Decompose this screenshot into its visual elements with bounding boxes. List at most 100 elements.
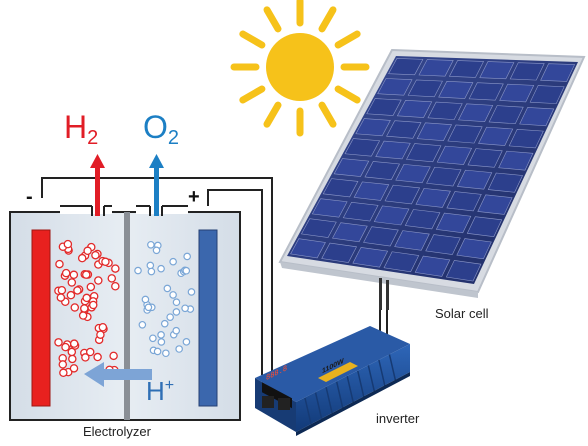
inverter-fin (346, 376, 354, 403)
solar-cell-label: Solar cell (435, 306, 489, 321)
inverter-fin (335, 381, 344, 408)
solar-cell (395, 164, 431, 184)
bubble-icon (144, 303, 153, 312)
bubble-icon (57, 285, 67, 295)
bubble-icon (134, 266, 142, 275)
solar-cell (487, 172, 523, 193)
plus-terminal-label: + (188, 186, 200, 208)
bubble-icon (77, 253, 87, 263)
solar-cell (479, 61, 515, 80)
sun-ray (239, 85, 266, 104)
solar-cell (375, 140, 411, 160)
bubble-icon (88, 300, 98, 310)
solar-cell (383, 251, 420, 273)
bubble-icon (141, 295, 150, 304)
bubble-icon (146, 261, 155, 270)
lid-gap (60, 208, 112, 214)
solar-panel-icon (278, 48, 586, 310)
bubble-icon (96, 330, 105, 339)
bubble-icon (91, 250, 100, 260)
bubble-icon (111, 281, 120, 291)
solar-cell (406, 143, 442, 163)
o2-label: O2 (143, 109, 180, 149)
solar-cell (311, 198, 348, 218)
solar-cell (377, 78, 413, 96)
solar-cell (499, 83, 535, 103)
bubble-icon (81, 353, 90, 362)
bubble-icon (183, 252, 191, 261)
solar-cell (456, 169, 493, 190)
solar-cell (394, 230, 430, 251)
bubble-icon (67, 278, 77, 287)
solar-cell (435, 212, 472, 234)
bubble-icon (82, 293, 91, 303)
bubble-icon (169, 291, 177, 299)
solar-cell (427, 101, 463, 120)
solar-cell (508, 128, 544, 149)
sun-ray (263, 101, 282, 128)
solar-cell (445, 260, 482, 282)
inverter-outlet (262, 396, 274, 408)
sun-ray (263, 6, 282, 33)
bubble-icon (147, 267, 156, 276)
bubble-icon (69, 364, 79, 373)
solar-cell (404, 209, 441, 230)
bubble-icon (63, 239, 73, 249)
bubble-icon (54, 338, 63, 347)
bubble-icon (107, 274, 117, 283)
o2-outlet-arrow (149, 154, 164, 216)
oxygen-bubbles (134, 240, 196, 358)
solar-cell (448, 60, 485, 78)
bubble-icon (73, 286, 82, 295)
solar-cell (388, 58, 424, 76)
solar-cell (363, 226, 399, 247)
solar-cell (438, 81, 474, 99)
electrolyzer-tank (9, 205, 241, 421)
bubble-icon (187, 288, 196, 296)
bubble-icon (162, 349, 170, 358)
solar-cell (436, 145, 473, 165)
inverter-fin (357, 370, 365, 397)
bubble-icon (55, 259, 64, 269)
solar-cell (529, 85, 565, 104)
bubble-icon (69, 270, 79, 280)
bubble-icon (58, 360, 68, 369)
bubble-icon (101, 257, 110, 267)
electrolyzer-label: Electrolyzer (83, 424, 151, 439)
sun-ray (318, 6, 337, 33)
inverter-fin (378, 359, 386, 387)
solar-cell (384, 184, 421, 205)
inverter-fin (367, 365, 376, 392)
solar-cell (540, 63, 576, 82)
solar-cell (509, 62, 545, 81)
sun-ray (239, 30, 266, 49)
proton-label: H+ (146, 376, 175, 406)
solar-cell (458, 103, 494, 122)
inverter-fin (325, 386, 333, 414)
solar-cell (321, 242, 358, 263)
bubble-icon (166, 313, 174, 321)
bubble-icon (153, 347, 162, 356)
bubble-icon (172, 308, 181, 316)
bubble-icon (109, 351, 118, 361)
h2-outlet-arrow (90, 154, 105, 216)
solar-cell (342, 201, 379, 222)
bubble-icon (181, 304, 189, 313)
solar-cell (519, 107, 555, 127)
solar-cell (366, 98, 402, 116)
solar-cell (322, 178, 359, 198)
solar-cell (355, 118, 391, 137)
solar-cell (333, 158, 370, 177)
sun-icon (230, 0, 370, 137)
bubble-icon (152, 246, 161, 255)
bubble-icon (111, 264, 120, 273)
panel-post (386, 280, 389, 310)
bubble-icon (138, 320, 147, 329)
inverter-top (255, 326, 410, 402)
solar-cell (396, 99, 433, 118)
solar-cell (353, 181, 390, 201)
solar-cell (416, 122, 453, 142)
solar-cell (426, 166, 462, 187)
solar-cell (447, 124, 483, 144)
anode-electrode (198, 229, 218, 407)
